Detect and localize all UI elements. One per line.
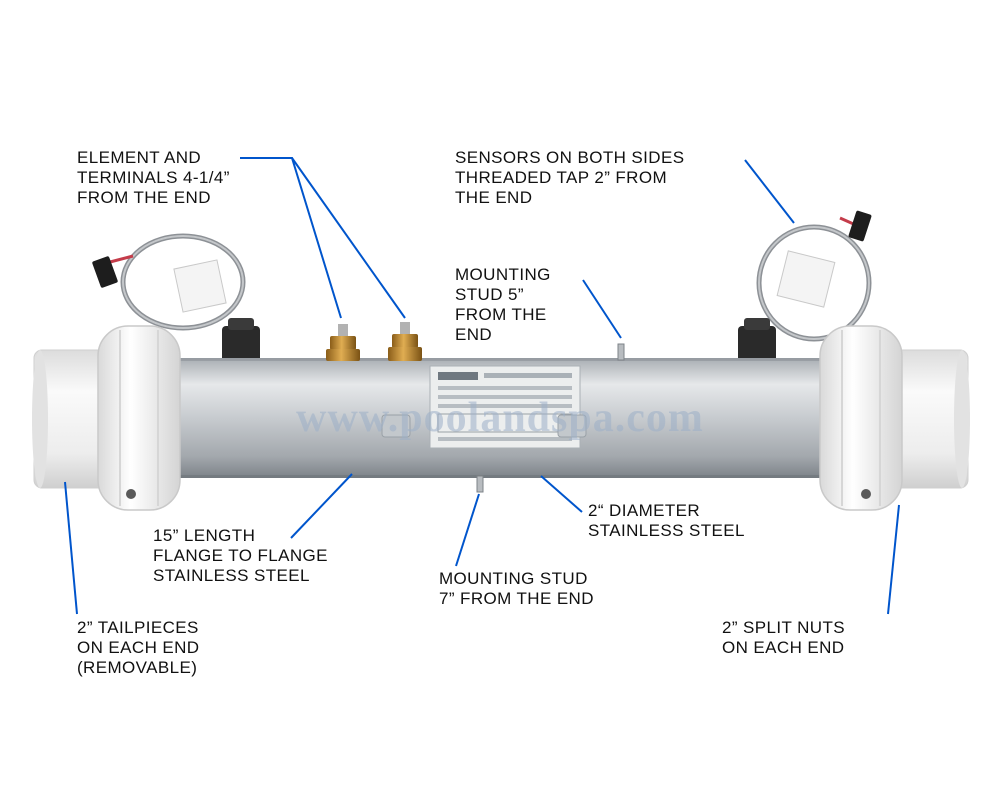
callout-split-nuts: 2” SPLIT NUTS ON EACH END: [722, 618, 845, 658]
callout-line: ON EACH END: [722, 638, 845, 657]
element-terminal-left: [326, 324, 360, 361]
leader-lines: [64, 157, 900, 615]
top-mounting-stud: [617, 343, 625, 361]
callout-line: 7” FROM THE END: [439, 589, 594, 608]
right-sensor-fitting: [738, 318, 776, 366]
right-tailpiece: [885, 349, 970, 489]
right-sensor-cable: [756, 210, 872, 342]
callout-line: FROM THE: [455, 305, 547, 324]
leader-length: [290, 473, 353, 539]
ul-mark: [381, 414, 587, 438]
callout-line: (REMOVABLE): [77, 658, 198, 677]
element-terminal-right: [388, 322, 422, 361]
callout-line: STAINLESS STEEL: [588, 521, 745, 540]
callout-sensors: SENSORS ON BOTH SIDES THREADED TAP 2” FR…: [455, 148, 684, 208]
callout-diameter: 2“ DIAMETER STAINLESS STEEL: [588, 501, 745, 541]
callout-line: MOUNTING: [455, 265, 551, 284]
callout-line: END: [455, 325, 493, 344]
callout-tailpieces: 2” TAILPIECES ON EACH END (REMOVABLE): [77, 618, 199, 678]
callout-line: SENSORS ON BOTH SIDES: [455, 148, 685, 167]
callout-mounting-stud-top: MOUNTING STUD 5” FROM THE END: [455, 265, 551, 345]
left-sensor-fitting: [222, 318, 260, 366]
spec-label: [429, 365, 581, 449]
callout-mounting-stud-bottom: MOUNTING STUD 7” FROM THE END: [439, 569, 594, 609]
callout-line: MOUNTING STUD: [439, 569, 588, 588]
left-sensor-cable: [92, 233, 246, 331]
callout-element-terminals: ELEMENT AND TERMINALS 4-1/4” FROM THE EN…: [77, 148, 230, 208]
watermark: www.poolandspa.com: [296, 395, 704, 441]
callout-line: FROM THE END: [77, 188, 211, 207]
callout-line: 2“ DIAMETER: [588, 501, 701, 520]
callout-line: STUD 5”: [455, 285, 524, 304]
leader-mounting-stud-top: [582, 279, 622, 339]
right-split-nut: [819, 325, 903, 511]
callout-line: THE END: [455, 188, 533, 207]
callout-line: THREADED TAP 2” FROM: [455, 168, 668, 187]
callout-line: 15” LENGTH: [153, 526, 256, 545]
callout-line: STAINLESS STEEL: [153, 566, 310, 585]
leader-sensors: [744, 159, 795, 224]
bottom-mounting-stud: [476, 475, 484, 493]
leader-diameter: [540, 475, 583, 513]
leader-mounting-stud-bottom: [455, 493, 480, 567]
callout-line: ON EACH END: [77, 638, 200, 657]
left-tailpiece: [32, 349, 115, 489]
callout-line: FLANGE TO FLANGE: [153, 546, 328, 565]
leader-element-terminals-2: [291, 157, 406, 319]
leader-element-terminals: [240, 157, 342, 319]
leader-split-nuts: [887, 504, 900, 615]
callout-line: TERMINALS 4-1/4”: [77, 168, 230, 187]
callout-line: ELEMENT AND: [77, 148, 202, 167]
leader-tailpieces: [64, 481, 78, 615]
left-split-nut: [97, 325, 181, 511]
callout-line: 2” SPLIT NUTS: [722, 618, 845, 637]
callout-line: 2” TAILPIECES: [77, 618, 199, 637]
callout-length: 15” LENGTH FLANGE TO FLANGE STAINLESS ST…: [153, 526, 328, 586]
